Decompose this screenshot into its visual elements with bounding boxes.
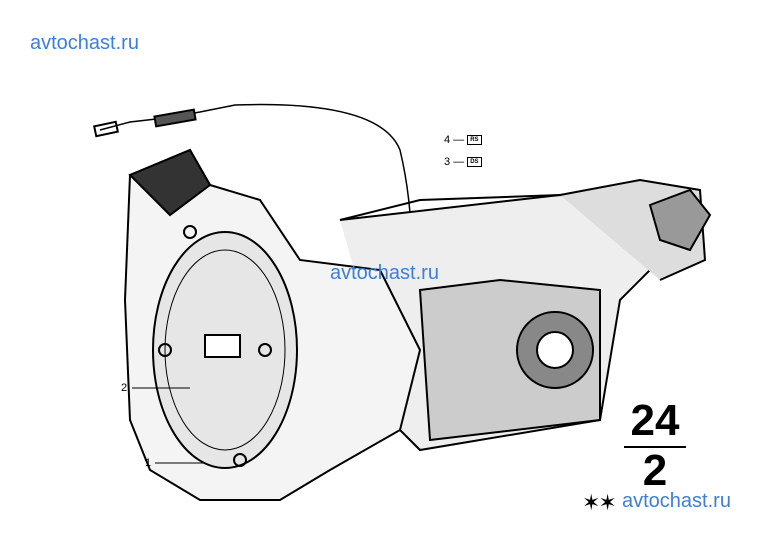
star-icons: ✶✶ <box>582 490 617 515</box>
watermark: avtochast.ru <box>622 490 731 512</box>
watermark: avtochast.ru <box>330 262 439 284</box>
code-badge: DS <box>467 157 482 168</box>
group-main: 24 <box>630 396 680 445</box>
code-badge: RS <box>467 135 482 146</box>
callout-number: 3 <box>444 156 451 168</box>
watermark: avtochast.ru <box>30 32 139 54</box>
divider <box>624 446 686 448</box>
callout-2: 2 <box>121 382 128 394</box>
group-number: 24 2 <box>620 396 690 495</box>
group-sub: 2 <box>642 446 668 495</box>
callout-3: 3 —DS <box>444 156 482 168</box>
callout-4: 4 —RS <box>444 134 482 146</box>
callout-number: 4 <box>444 134 451 146</box>
callout-1: 1 <box>145 457 152 469</box>
